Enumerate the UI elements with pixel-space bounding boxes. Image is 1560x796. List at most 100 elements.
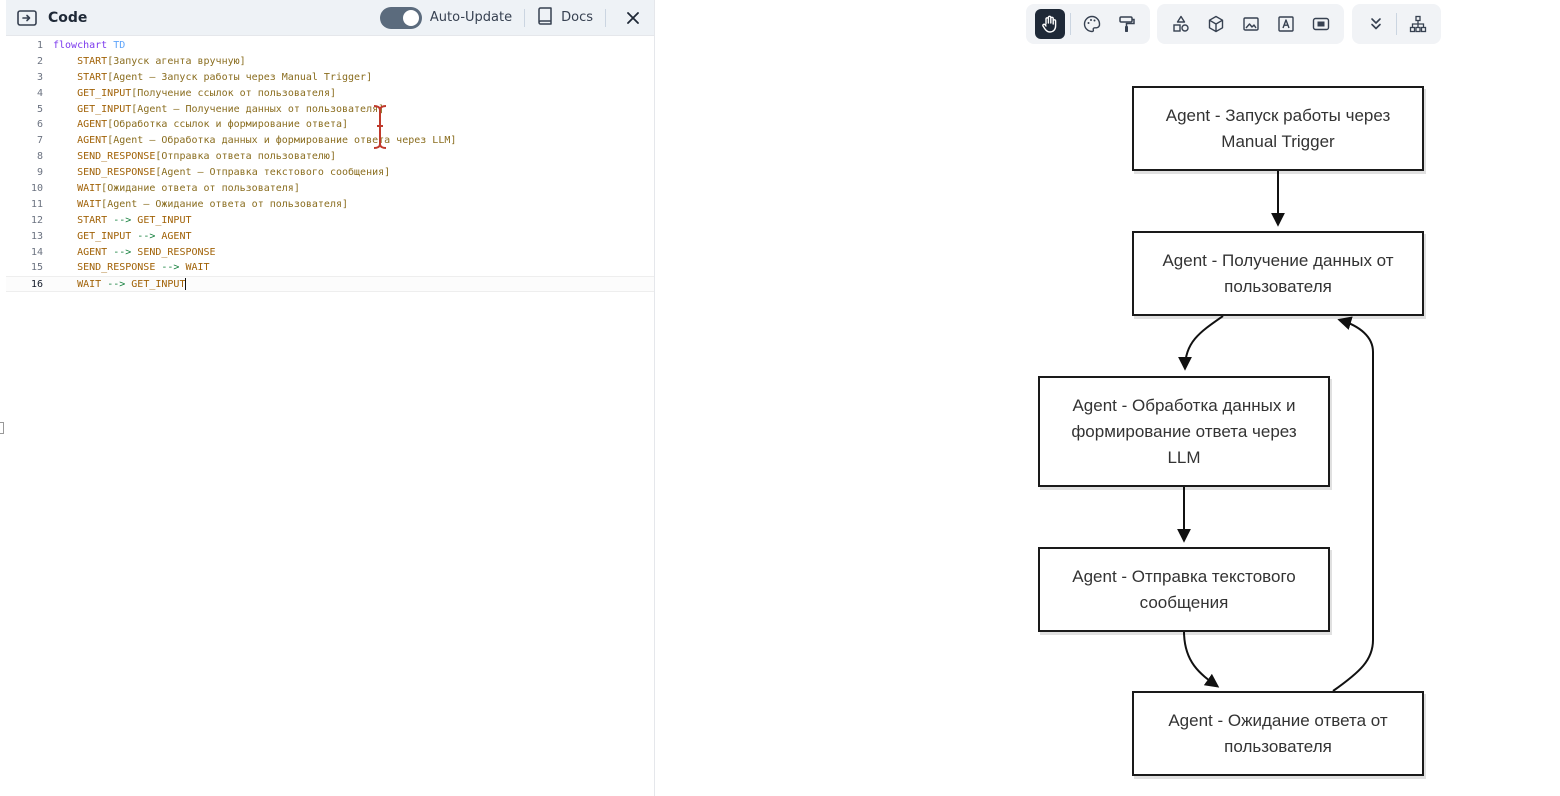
line-number: 8	[36, 151, 43, 163]
code-line[interactable]: 3 START[Agent – Запуск работы через Manu…	[6, 70, 654, 86]
toolbar-divider	[1070, 13, 1071, 35]
auto-update-toggle[interactable]	[379, 6, 422, 29]
edge-send-response-to-wait	[1183, 630, 1220, 688]
line-number: 2	[36, 55, 43, 67]
code-token: SEND_RESPONSE	[53, 151, 156, 163]
cube-button[interactable]	[1201, 9, 1231, 39]
double-chevron-down-icon	[1370, 18, 1381, 30]
diagram-canvas[interactable]: Agent - Запуск работы через Manual Trigg…	[655, 0, 1560, 796]
cube-icon	[1208, 15, 1223, 33]
edge-get-input-to-agent	[1178, 315, 1224, 371]
code-token: [Agent – Ожидание ответа от пользователя…	[101, 198, 349, 210]
code-token: AGENT	[161, 230, 192, 242]
toolbar-group-insert	[1157, 4, 1344, 44]
close-icon	[627, 11, 639, 24]
code-token: WAIT	[53, 183, 102, 195]
code-line[interactable]: 11 WAIT[Agent – Ожидание ответа от польз…	[6, 197, 654, 213]
line-number: 12	[30, 214, 43, 226]
code-line[interactable]: 10 WAIT[Ожидание ответа от пользователя]	[6, 181, 654, 197]
code-token: GET_INPUT	[53, 87, 132, 99]
line-number: 1	[36, 40, 43, 51]
code-token: SEND_RESPONSE	[53, 262, 156, 274]
shapes-icon	[1172, 15, 1189, 32]
code-line[interactable]: 7 AGENT[Agent – Обработка данных и форми…	[6, 133, 654, 149]
line-number: 10	[30, 183, 43, 195]
code-token: WAIT	[53, 279, 102, 291]
code-text: SEND_RESPONSE --> WAIT	[53, 260, 209, 276]
image-icon	[1242, 17, 1259, 31]
code-line[interactable]: 6 AGENT[Обработка ссылок и формирование …	[6, 117, 654, 133]
code-token: AGENT	[53, 119, 108, 131]
line-number: 5	[36, 103, 43, 115]
code-token: -->	[155, 262, 186, 274]
image-button[interactable]	[1236, 9, 1266, 39]
code-line[interactable]: 13 GET_INPUT --> AGENT	[6, 229, 654, 245]
toolbar-group-tools	[1026, 4, 1150, 44]
docs-button[interactable]: Docs	[537, 6, 593, 29]
code-token: [Agent – Обработка данных и формирование…	[107, 135, 457, 147]
code-token: START	[53, 214, 108, 226]
frame-button[interactable]	[1306, 9, 1336, 39]
node-get-input[interactable]: Agent - Получение данных от пользователя	[1132, 231, 1424, 316]
code-line[interactable]: 9 SEND_RESPONSE[Agent – Отправка текстов…	[6, 165, 654, 181]
code-token: [Получение ссылок от пользователя]	[131, 87, 336, 99]
code-token: -->	[101, 279, 132, 291]
line-number: 11	[30, 198, 43, 210]
code-text: START[Запуск агента вручную]	[53, 54, 246, 70]
code-line[interactable]: 4 GET_INPUT[Получение ссылок от пользова…	[6, 86, 654, 102]
header-divider	[605, 8, 606, 27]
code-line[interactable]: 15 SEND_RESPONSE --> WAIT	[6, 260, 654, 276]
code-token: [Обработка ссылок и формирование ответа]	[107, 119, 349, 131]
text-caret	[185, 278, 187, 291]
code-token: GET_INPUT	[53, 103, 132, 115]
node-agent[interactable]: Agent - Обработка данных и формирование …	[1038, 376, 1330, 487]
hand-icon	[1041, 15, 1056, 33]
code-token: SEND_RESPONSE	[53, 167, 156, 179]
code-line[interactable]: 8 SEND_RESPONSE[Отправка ответа пользова…	[6, 149, 654, 165]
theme-button[interactable]	[1077, 9, 1107, 39]
layout-button[interactable]	[1403, 9, 1433, 39]
node-send-response[interactable]: Agent - Отправка текстового сообщения	[1038, 547, 1330, 632]
frame-icon	[1312, 17, 1329, 31]
node-start[interactable]: Agent - Запуск работы через Manual Trigg…	[1132, 86, 1424, 171]
code-token: AGENT	[53, 135, 108, 147]
node-wait[interactable]: Agent - Ожидание ответа от пользователя	[1132, 691, 1424, 776]
code-editor-icon	[16, 7, 38, 29]
sitemap-icon	[1409, 15, 1426, 33]
code-token: [Запуск агента вручную]	[107, 55, 246, 67]
line-number: 6	[36, 119, 43, 131]
code-panel-title: Code	[48, 9, 88, 26]
toolbar-group-layout	[1352, 4, 1441, 44]
code-token: -->	[107, 246, 138, 258]
edge-wait-to-get-input	[1332, 316, 1374, 692]
text-box-icon	[1277, 16, 1294, 32]
book-icon	[537, 6, 553, 29]
text-button[interactable]	[1271, 9, 1301, 39]
code-line[interactable]: 14 AGENT --> SEND_RESPONSE	[6, 245, 654, 261]
code-token: [Отправка ответа пользователю]	[155, 151, 336, 163]
code-token: GET_INPUT	[53, 230, 132, 242]
line-number: 7	[36, 135, 43, 147]
code-token: GET_INPUT	[137, 214, 192, 226]
code-token: WAIT	[53, 198, 102, 210]
header-divider	[524, 8, 526, 27]
line-number: 15	[30, 262, 43, 274]
code-line[interactable]: 5 GET_INPUT[Agent – Получение данных от …	[6, 102, 654, 118]
code-text: WAIT[Ожидание ответа от пользователя]	[53, 181, 300, 197]
hand-tool-button[interactable]	[1034, 9, 1065, 39]
code-text: WAIT --> GET_INPUT	[53, 277, 187, 291]
code-text: START --> GET_INPUT	[53, 213, 191, 229]
code-token: [Agent – Получение данных от пользовател…	[131, 103, 385, 115]
line-number: 13	[30, 230, 43, 242]
collapse-button[interactable]	[1361, 9, 1391, 39]
close-button[interactable]	[622, 7, 644, 29]
shapes-button[interactable]	[1166, 9, 1196, 39]
code-line[interactable]: 2 START[Запуск агента вручную]	[6, 54, 654, 70]
code-line[interactable]: 16 WAIT --> GET_INPUT	[6, 276, 654, 293]
code-line[interactable]: 12 START --> GET_INPUT	[6, 213, 654, 229]
docs-label: Docs	[561, 10, 593, 25]
code-text: GET_INPUT --> AGENT	[53, 229, 192, 245]
style-button[interactable]	[1112, 9, 1142, 39]
